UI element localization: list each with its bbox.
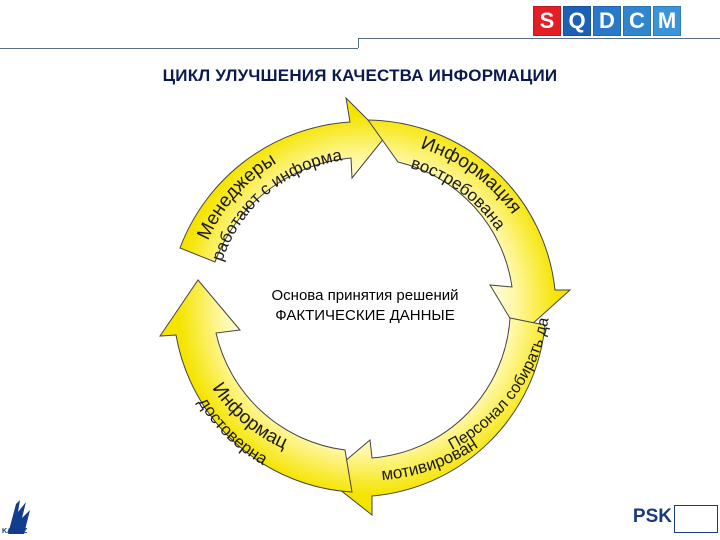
center-facts-text: ФАКТИЧЕСКИЕ ДАННЫЕ	[275, 307, 455, 324]
label-managers-work: работают с информацией	[0, 0, 344, 263]
arrow-right	[367, 119, 572, 336]
psk-logo-box	[674, 505, 718, 533]
badge-c: C	[623, 6, 651, 36]
arrow-left	[159, 279, 353, 493]
label-staff-collect: Персонал собирать данные	[0, 0, 553, 454]
kamaz-logo-icon	[8, 500, 30, 534]
header-rule-step	[358, 38, 359, 48]
badge-d: D	[593, 6, 621, 36]
sqdcm-badges: S Q D C M	[533, 6, 681, 36]
kamaz-logo-text: KAMAZ	[2, 528, 28, 535]
header-rule-right	[358, 38, 720, 39]
badge-m: M	[653, 6, 681, 36]
page-title: ЦИКЛ УЛУЧШЕНИЯ КАЧЕСТВА ИНФОРМАЦИИ	[162, 66, 558, 85]
arrow-bottom	[324, 317, 546, 517]
center-basis-text: Основа принятия решений	[271, 287, 459, 304]
header-rule-left	[0, 48, 358, 49]
badge-s: S	[533, 6, 561, 36]
badge-q: Q	[563, 6, 591, 36]
arrow-top	[179, 96, 386, 263]
label-info-left: Информация	[0, 0, 291, 454]
psk-logo: PSK	[632, 506, 672, 527]
